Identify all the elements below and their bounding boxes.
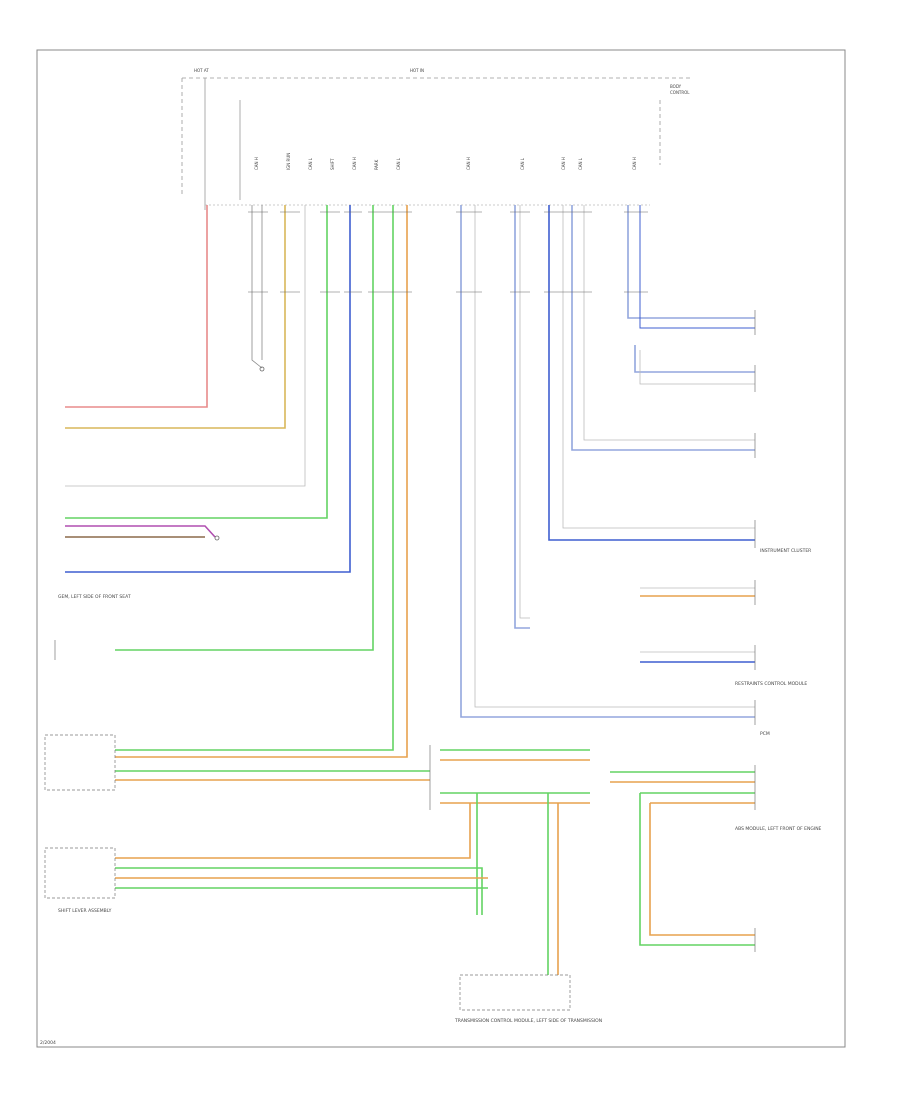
wire-green-1: [65, 205, 328, 519]
wire-gray-7: [583, 205, 755, 441]
label-ref: 2/2004: [40, 1040, 56, 1046]
svg-text:SHIFT: SHIFT: [330, 158, 335, 170]
svg-text:BODY: BODY: [670, 84, 682, 89]
wire-blue-3: [639, 205, 755, 329]
connector-ticks: [248, 211, 648, 293]
label-gem: GEM, LEFT SIDE OF FRONT SEAT: [58, 594, 131, 600]
label-restraints: RESTRAINTS CONTROL MODULE: [735, 681, 807, 687]
wire-light-blue-5: [634, 345, 755, 373]
wire-light-blue-1: [460, 205, 755, 718]
module-boxes: [44, 310, 756, 1011]
wire-yellow: [65, 205, 286, 429]
svg-text:CONTROL: CONTROL: [670, 90, 690, 95]
wire-gray-2: [251, 205, 263, 369]
wire-green-13: [639, 793, 755, 946]
wire-gray-8: [639, 350, 755, 385]
label-abs: ABS MODULE, LEFT FRONT OF ENGINE: [735, 826, 822, 832]
module-labels: GEM, LEFT SIDE OF FRONT SEAT INSTRUMENT …: [40, 548, 822, 1046]
wire-orange-11: [649, 803, 755, 936]
label-pcm: PCM: [760, 731, 770, 737]
svg-text:CAN H: CAN H: [632, 157, 637, 170]
svg-text:CAN H: CAN H: [561, 157, 566, 170]
svg-text:HOT AT: HOT AT: [194, 68, 209, 73]
svg-text:CAN L: CAN L: [520, 157, 525, 170]
svg-text:CAN H: CAN H: [352, 157, 357, 170]
wire-gray-6: [562, 205, 755, 529]
svg-text:PARK: PARK: [374, 159, 379, 170]
label-cluster: INSTRUMENT CLUSTER: [760, 548, 811, 554]
wires: [65, 205, 755, 975]
wire-orange-6: [115, 803, 471, 859]
wire-purple: [65, 525, 216, 538]
label-tcm: TRANSMISSION CONTROL MODULE, LEFT SIDE O…: [454, 1018, 602, 1024]
top-connector-labels: CAN H IGN RUN CAN L SHIFT CAN H PARK CAN…: [254, 153, 637, 170]
wire-green-3: [115, 205, 394, 751]
svg-text:CAN L: CAN L: [308, 157, 313, 170]
svg-text:CAN H: CAN H: [254, 157, 259, 170]
wire-green-2: [115, 205, 374, 651]
ground-symbols: [214, 366, 265, 541]
wire-gray: [65, 205, 306, 487]
wire-orange-1: [115, 205, 408, 758]
wire-light-blue-4: [627, 205, 755, 319]
diagram-frame: [36, 49, 846, 1048]
wire-light-blue-2: [514, 205, 530, 629]
svg-text:CAN L: CAN L: [578, 157, 583, 170]
svg-text:CAN L: CAN L: [396, 157, 401, 170]
svg-text:CAN H: CAN H: [466, 157, 471, 170]
wire-red: [65, 205, 208, 408]
wire-gray-4: [474, 205, 755, 708]
label-shift-lever: SHIFT LEVER ASSEMBLY: [58, 908, 112, 914]
svg-text:IGN RUN: IGN RUN: [286, 153, 291, 170]
wire-green-8: [115, 867, 483, 915]
wire-blue-2: [548, 205, 755, 541]
wire-gray-5: [519, 205, 530, 619]
wire-light-blue-3: [571, 205, 755, 451]
wire-blue-1: [65, 205, 351, 573]
power-distribution: HOT AT HOT IN BODY CONTROL: [181, 68, 690, 210]
svg-text:HOT IN: HOT IN: [410, 68, 424, 73]
